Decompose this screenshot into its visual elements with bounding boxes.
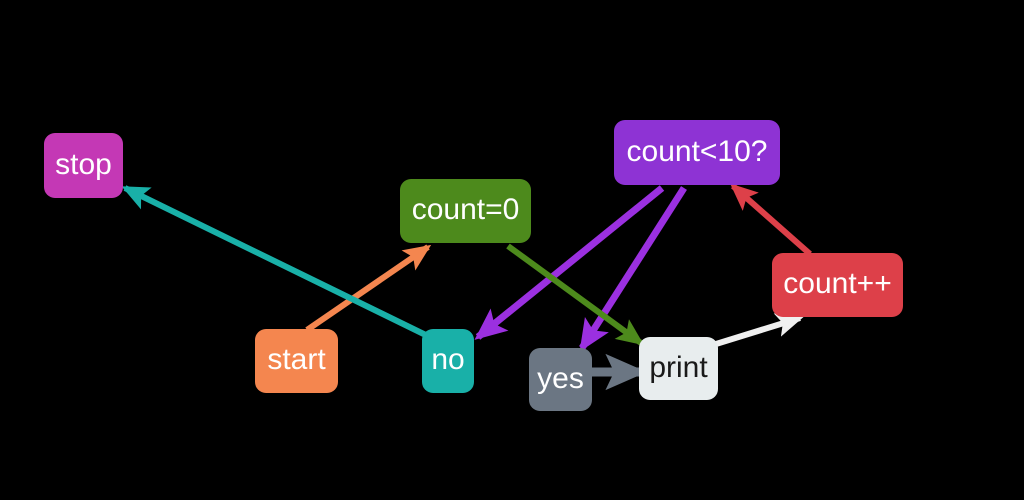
node-no[interactable]: no <box>422 329 474 393</box>
edge-no-to-stop <box>121 185 440 344</box>
node-countpp[interactable]: count++ <box>772 253 903 317</box>
node-stop[interactable]: stop <box>44 133 123 198</box>
node-yes[interactable]: yes <box>529 348 592 411</box>
node-cond[interactable]: count<10? <box>614 120 780 185</box>
node-label-yes: yes <box>537 361 584 395</box>
node-label-cond: count<10? <box>626 134 768 168</box>
edge-start-to-count0 <box>305 244 432 333</box>
edge-count0-to-print <box>506 243 645 346</box>
edge-print-to-countpp <box>715 313 804 347</box>
node-label-count0: count=0 <box>411 193 520 226</box>
node-label-start: start <box>267 343 326 376</box>
node-label-print: print <box>649 350 708 384</box>
edge-cond-to-yes <box>579 186 687 352</box>
node-label-stop: stop <box>55 147 112 181</box>
node-start[interactable]: start <box>255 329 338 393</box>
node-print[interactable]: print <box>639 337 718 400</box>
node-label-countpp: count++ <box>783 267 892 300</box>
edge-countpp-to-cond <box>730 183 812 257</box>
node-label-no: no <box>431 343 465 376</box>
node-count0[interactable]: count=0 <box>400 179 531 243</box>
